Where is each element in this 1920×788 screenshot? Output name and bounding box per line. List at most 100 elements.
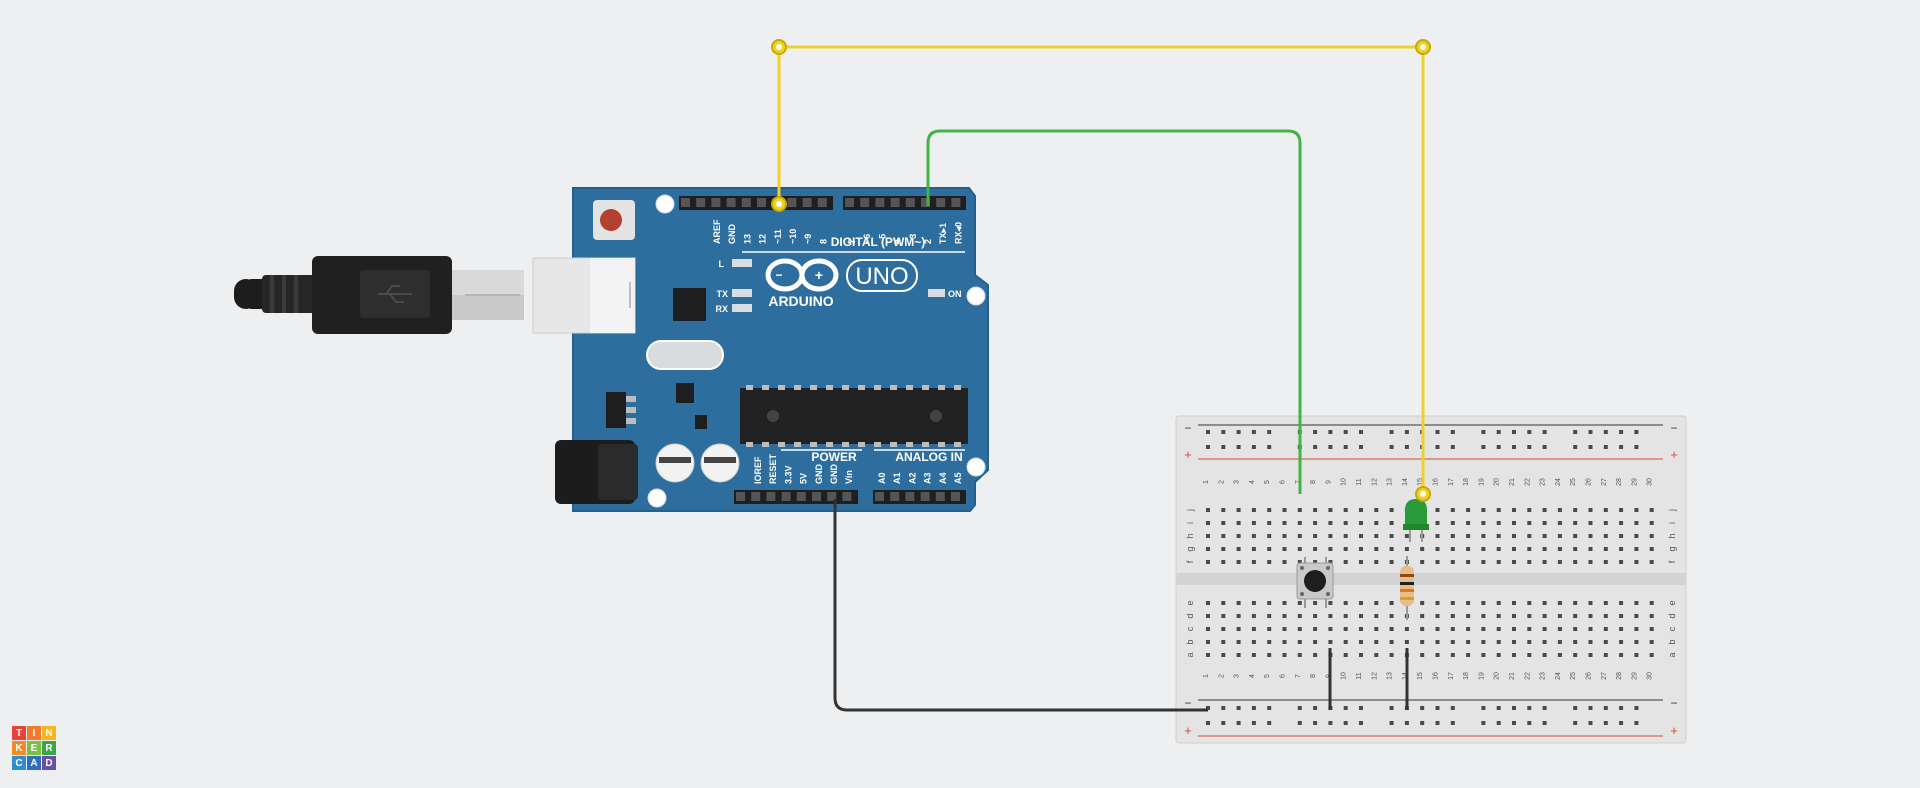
column-number: 26 xyxy=(1586,478,1593,486)
pin-label: GND xyxy=(829,464,839,485)
row-letter: f xyxy=(1185,560,1195,563)
header-pin[interactable] xyxy=(890,198,900,207)
digital-label: DIGITAL (PWM~) xyxy=(831,235,926,249)
header-pin[interactable] xyxy=(696,198,706,207)
arduino-uno-board[interactable]: L TX RX ON − + ARDUINO UNO DIGITAL (PWM~… xyxy=(532,187,989,512)
header-pin[interactable] xyxy=(951,492,960,501)
header-pin[interactable] xyxy=(781,492,791,501)
column-number: 11 xyxy=(1356,478,1363,485)
header-pin[interactable] xyxy=(711,198,721,207)
column-number: 29 xyxy=(1631,478,1638,486)
rail-plus-bottom-right: + xyxy=(1670,723,1678,738)
row-letter: d xyxy=(1667,613,1677,618)
pin-label: 12 xyxy=(758,234,768,244)
column-number: 16 xyxy=(1433,672,1440,680)
header-pin[interactable] xyxy=(817,198,827,207)
pin-label: 5V xyxy=(799,473,809,484)
column-number: 27 xyxy=(1601,478,1608,486)
header-pin[interactable] xyxy=(905,198,915,207)
column-number: 4 xyxy=(1249,480,1256,484)
svg-text:+: + xyxy=(815,267,823,283)
header-pin[interactable] xyxy=(726,198,736,207)
pin-label: ~3 xyxy=(908,234,918,244)
header-pin[interactable] xyxy=(757,198,766,207)
led-green[interactable] xyxy=(1403,499,1429,542)
rail-minus-top-right: − xyxy=(1670,421,1677,435)
tx-led xyxy=(732,289,752,297)
column-number: 22 xyxy=(1524,478,1531,486)
column-number: 23 xyxy=(1540,478,1547,486)
power-header xyxy=(734,490,858,504)
pin-label: 3.3V xyxy=(783,465,793,484)
pin-label: 13 xyxy=(742,234,752,244)
digital-header-left xyxy=(679,196,833,210)
header-pin[interactable] xyxy=(751,492,761,501)
row-letter: h xyxy=(1667,533,1677,538)
wire-black[interactable] xyxy=(833,499,1409,712)
header-pin[interactable] xyxy=(905,492,915,501)
header-pin[interactable] xyxy=(802,198,812,207)
pin-label: ~6 xyxy=(862,234,872,244)
pin-label: ~10 xyxy=(788,229,798,244)
rail-plus-top-left: + xyxy=(1184,447,1192,462)
header-pin[interactable] xyxy=(920,492,930,501)
header-pin[interactable] xyxy=(766,492,776,501)
wire-green[interactable] xyxy=(926,129,1302,494)
header-pin[interactable] xyxy=(827,492,837,501)
header-pin[interactable] xyxy=(796,492,806,501)
pin-label: ~11 xyxy=(773,229,783,244)
wire-yellow[interactable] xyxy=(777,45,1425,494)
logo-letter: C xyxy=(12,756,26,770)
header-pin[interactable] xyxy=(875,492,884,501)
pin-label: A2 xyxy=(907,472,917,484)
column-number: 19 xyxy=(1478,672,1485,680)
header-pin[interactable] xyxy=(951,198,961,207)
pin-label: A4 xyxy=(938,472,948,484)
column-number: 16 xyxy=(1433,478,1440,486)
pin-label: 8 xyxy=(818,239,828,244)
header-pin[interactable] xyxy=(812,492,821,501)
column-number: 12 xyxy=(1371,672,1378,680)
resistor[interactable] xyxy=(1400,556,1414,620)
power-label: POWER xyxy=(811,450,857,464)
header-pin[interactable] xyxy=(935,492,945,501)
header-pin[interactable] xyxy=(787,198,797,207)
column-number: 3 xyxy=(1234,674,1241,678)
header-pin[interactable] xyxy=(890,492,900,501)
header-pin[interactable] xyxy=(921,198,930,207)
row-letter: f xyxy=(1667,560,1677,563)
column-number: 21 xyxy=(1509,672,1516,680)
header-pin[interactable] xyxy=(860,198,870,207)
pushbutton[interactable] xyxy=(1296,557,1334,608)
column-number: 4 xyxy=(1249,674,1256,678)
header-pin[interactable] xyxy=(736,492,745,501)
column-number: 20 xyxy=(1494,672,1501,680)
breadboard[interactable]: − − + + − − + + 112233445566778899101011… xyxy=(1175,415,1687,744)
brand-label: ARDUINO xyxy=(768,293,833,309)
column-number: 1 xyxy=(1203,674,1210,678)
pin-label: 7 xyxy=(847,239,857,244)
column-number: 1 xyxy=(1203,480,1210,484)
header-pin[interactable] xyxy=(845,198,854,207)
header-pin[interactable] xyxy=(681,198,690,207)
logo-letter: K xyxy=(12,741,26,755)
header-pin[interactable] xyxy=(936,198,946,207)
header-pin[interactable] xyxy=(842,492,852,501)
mcu-pins xyxy=(746,385,961,447)
header-pin[interactable] xyxy=(741,198,751,207)
pin-label: RESET xyxy=(768,453,778,484)
row-letter: j xyxy=(1667,509,1677,512)
header-pin[interactable] xyxy=(875,198,885,207)
usb-cable[interactable] xyxy=(234,256,524,334)
column-number: 6 xyxy=(1280,480,1287,484)
logo-letter: D xyxy=(42,756,56,770)
pin-label: IOREF xyxy=(753,456,763,484)
column-number: 30 xyxy=(1647,478,1654,486)
column-number: 24 xyxy=(1555,478,1562,486)
column-number: 17 xyxy=(1448,478,1455,486)
column-number: 17 xyxy=(1448,672,1455,680)
row-letter: e xyxy=(1667,600,1677,605)
column-number: 15 xyxy=(1417,478,1424,486)
